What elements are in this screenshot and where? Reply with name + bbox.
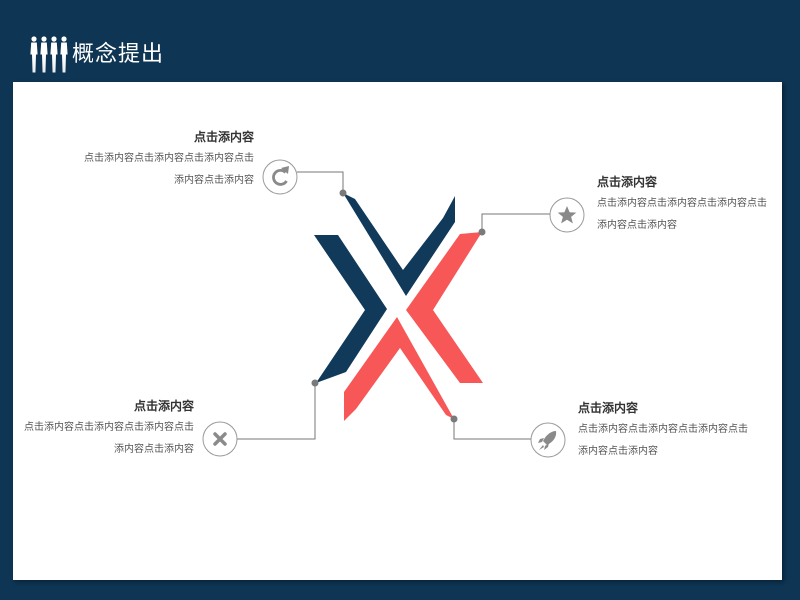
item-text-line: 添内容点击添内容 (114, 444, 194, 455)
star-icon (557, 206, 577, 224)
x-coral-right (406, 232, 483, 383)
text-block-top-right: 点击添内容 点击添内容点击添内容点击添内容点击 添内容点击添内容 (597, 173, 789, 237)
dot-top-left (339, 189, 347, 197)
item-text-line: 点击添内容点击添内容点击添内容点击 (578, 424, 748, 435)
item-text-line: 点击添内容点击添内容点击添内容点击 (597, 198, 767, 209)
connector-bottom-left (237, 383, 316, 440)
header: 概念提出 (0, 0, 800, 82)
text-block-bottom-left: 点击添内容 点击添内容点击添内容点击添内容点击 添内容点击添内容 (2, 397, 194, 461)
close-icon (213, 432, 227, 446)
item-title: 点击添内容 (133, 399, 194, 413)
item-title: 点击添内容 (578, 401, 639, 415)
connector-top-left (297, 171, 344, 193)
x-coral-bottom (344, 317, 454, 421)
x-navy-top (343, 193, 455, 296)
rocket-icon (538, 431, 557, 450)
item-text-line: 添内容点击添内容 (578, 446, 658, 457)
dot-bottom-left (311, 379, 319, 387)
dot-bottom-right (450, 415, 458, 423)
text-block-bottom-right: 点击添内容 点击添内容点击添内容点击添内容点击 添内容点击添内容 (578, 399, 770, 463)
item-text-line: 点击添内容点击添内容点击添内容点击 (84, 153, 254, 164)
icon-circle-top-left (262, 159, 298, 195)
x-navy-left (314, 235, 387, 383)
item-title: 点击添内容 (193, 130, 254, 144)
item-title: 点击添内容 (597, 175, 658, 189)
item-text-line: 添内容点击添内容 (174, 175, 254, 186)
people-silhouette-icon (30, 36, 68, 73)
connector-bottom-right (453, 419, 531, 440)
dot-top-right (478, 228, 486, 236)
connector-top-right (481, 213, 552, 232)
item-text-line: 添内容点击添内容 (597, 220, 677, 231)
item-text-line: 点击添内容点击添内容点击添内容点击 (24, 422, 194, 433)
text-block-top-left: 点击添内容 点击添内容点击添内容点击添内容点击 添内容点击添内容 (62, 128, 254, 192)
refresh-icon (272, 166, 289, 186)
page-title: 概念提出 (72, 42, 165, 67)
x-shape (314, 193, 483, 421)
